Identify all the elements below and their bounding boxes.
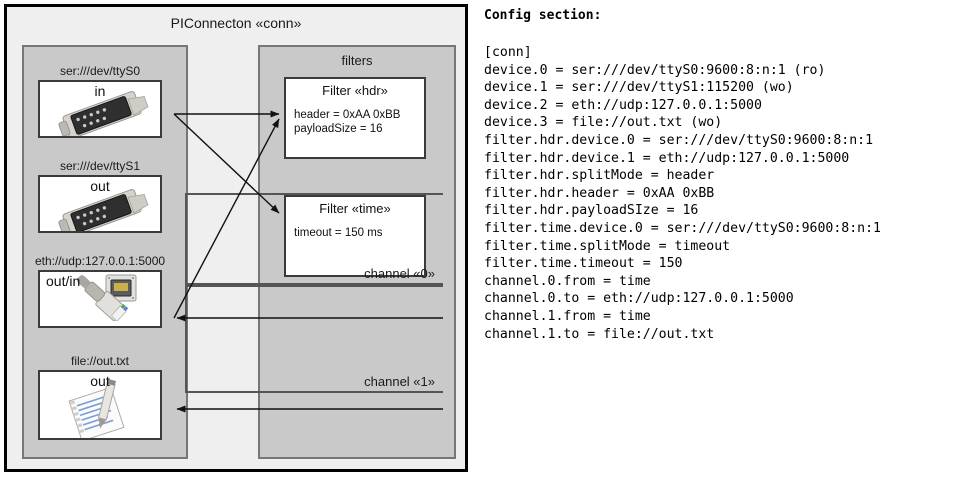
config-line: channel.1.to = file://out.txt	[484, 326, 715, 342]
device-card-ttyS0[interactable]: in	[38, 80, 162, 138]
config-line: channel.1.from = time	[484, 308, 651, 324]
config-line: channel.0.to = eth://udp:127.0.0.1:5000	[484, 291, 794, 307]
diagram-title: PIConnecton «conn»	[170, 15, 302, 31]
filters-group-title: filters	[341, 53, 373, 68]
device-card-file[interactable]: out	[38, 370, 162, 440]
config-line: filter.time.device.0 = ser:///dev/ttyS0:…	[484, 220, 881, 236]
config-line: filter.time.splitMode = timeout	[484, 238, 731, 254]
filter-box-hdr[interactable]: Filter «hdr» header = 0xAA 0xBB payloadS…	[284, 77, 426, 159]
filter-prop-timeout: timeout = 150 ms	[294, 227, 383, 239]
config-line: [conn]	[484, 45, 532, 60]
config-line: filter.time.timeout = 150	[484, 256, 683, 272]
device-label-ttyS0: ser:///dev/ttyS0	[59, 64, 141, 78]
channel-box-0: channel «0»	[185, 193, 443, 285]
config-line: filter.hdr.splitMode = header	[484, 168, 715, 184]
serial-port-icon	[40, 177, 160, 231]
filter-prop-header: header = 0xAA 0xBB	[294, 109, 401, 121]
config-line: device.3 = file://out.txt (wo)	[484, 115, 723, 131]
device-entry-eth[interactable]: eth://udp:127.0.0.1:5000 out/in	[35, 253, 165, 328]
config-panel: Config section: [conn] device.0 = ser:///…	[482, 0, 964, 484]
config-line: device.1 = ser:///dev/ttyS1:115200 (wo)	[484, 80, 794, 96]
text-file-icon	[40, 372, 160, 438]
config-line: device.2 = eth://udp:127.0.0.1:5000	[484, 97, 762, 113]
channel-label-1: channel «1»	[364, 374, 435, 389]
config-line: filter.hdr.header = 0xAA 0xBB	[484, 185, 715, 201]
config-line: channel.0.from = time	[484, 273, 651, 289]
filter-title-time: Filter «time»	[319, 201, 391, 216]
device-entry-ttyS1[interactable]: ser:///dev/ttyS1 out	[38, 158, 162, 233]
connector-diagram: PIConnecton «conn» ser:///dev/ttyS0 in	[4, 4, 468, 472]
filters-group: filters Filter «hdr» header = 0xAA 0xBB …	[258, 45, 456, 459]
config-line: filter.hdr.payloadSIze = 16	[484, 203, 699, 219]
filter-title-hdr: Filter «hdr»	[322, 83, 388, 98]
device-card-ttyS1[interactable]: out	[38, 175, 162, 233]
device-label-eth: eth://udp:127.0.0.1:5000	[34, 254, 166, 268]
ethernet-plug-icon	[40, 272, 160, 326]
channel-label-0: channel «0»	[364, 266, 435, 281]
config-heading: Config section:	[484, 8, 602, 23]
device-entry-ttyS0[interactable]: ser:///dev/ttyS0 in	[38, 63, 162, 138]
channel-box-1: channel «1»	[185, 285, 443, 393]
devices-group: ser:///dev/ttyS0 in	[22, 45, 188, 459]
config-line: filter.hdr.device.1 = eth://udp:127.0.0.…	[484, 150, 850, 166]
config-line: device.0 = ser:///dev/ttyS0:9600:8:n:1 (…	[484, 62, 826, 78]
device-entry-file[interactable]: file://out.txt out	[38, 353, 162, 440]
device-card-eth[interactable]: out/in	[38, 270, 162, 328]
serial-port-icon	[40, 82, 160, 136]
filter-prop-payloadsize: payloadSize = 16	[294, 123, 383, 135]
device-label-ttyS1: ser:///dev/ttyS1	[59, 159, 141, 173]
config-text-block: [conn] device.0 = ser:///dev/ttyS0:9600:8…	[484, 44, 881, 343]
filter-box-time[interactable]: Filter «time» timeout = 150 ms	[284, 195, 426, 277]
config-line: filter.hdr.device.0 = ser:///dev/ttyS0:9…	[484, 132, 874, 148]
device-label-file: file://out.txt	[70, 354, 130, 368]
